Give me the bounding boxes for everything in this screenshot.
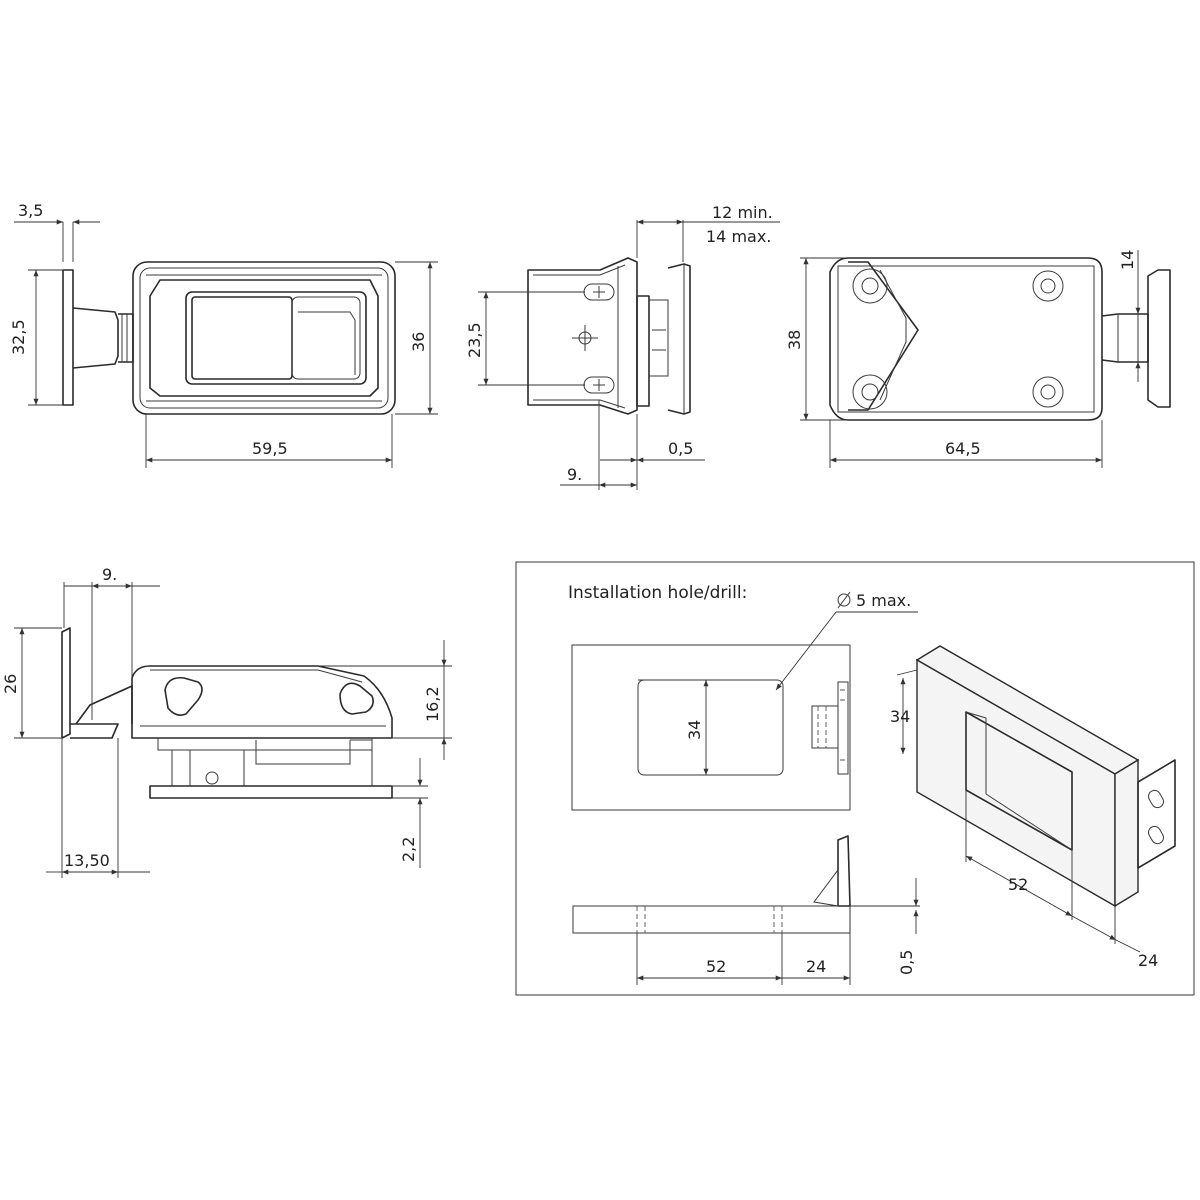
dim-0-5-side: 0,5: [668, 439, 693, 458]
dim-2-2: 2,2: [399, 837, 418, 862]
side-view: 12 min. 14 max. 23,5 9. 0,5: [465, 203, 780, 490]
dim-9-side: 9.: [567, 465, 582, 484]
dim-36: 36: [409, 332, 428, 352]
dim-16-2: 16,2: [423, 686, 442, 722]
dim-59-5: 59,5: [252, 439, 288, 458]
dim-12-min: 12 min.: [712, 203, 773, 222]
dim-52-section: 52: [706, 957, 726, 976]
dim-26: 26: [1, 674, 20, 694]
dim-34-iso: 34: [890, 707, 910, 726]
drill-callout: 5 max.: [856, 591, 911, 610]
dim-0-5-section: 0,5: [897, 950, 916, 975]
dim-13-50: 13,50: [64, 851, 110, 870]
dim-3-5: 3,5: [18, 201, 43, 220]
dim-24-section: 24: [806, 957, 826, 976]
dim-38: 38: [785, 330, 804, 350]
dim-14-back: 14: [1118, 250, 1137, 270]
front-view: 3,5 32,5 36 59,5: [9, 201, 438, 468]
dim-34-cutout: 34: [685, 720, 704, 740]
dim-14-max: 14 max.: [706, 227, 771, 246]
back-view: 38 64,5 14: [785, 250, 1171, 468]
dim-23-5: 23,5: [465, 322, 484, 358]
installation-title: Installation hole/drill:: [568, 583, 747, 603]
dim-24-iso: 24: [1138, 951, 1158, 970]
bottom-view: 9. 26 16,2 2,2 13,50: [1, 565, 452, 878]
dim-9-bottom: 9.: [102, 565, 117, 584]
installation-panel: Installation hole/drill: 34 5 max. 52 24…: [515, 561, 1195, 996]
dim-52-iso: 52: [1008, 875, 1028, 894]
dim-64-5: 64,5: [945, 439, 981, 458]
dim-32-5: 32,5: [9, 319, 28, 355]
